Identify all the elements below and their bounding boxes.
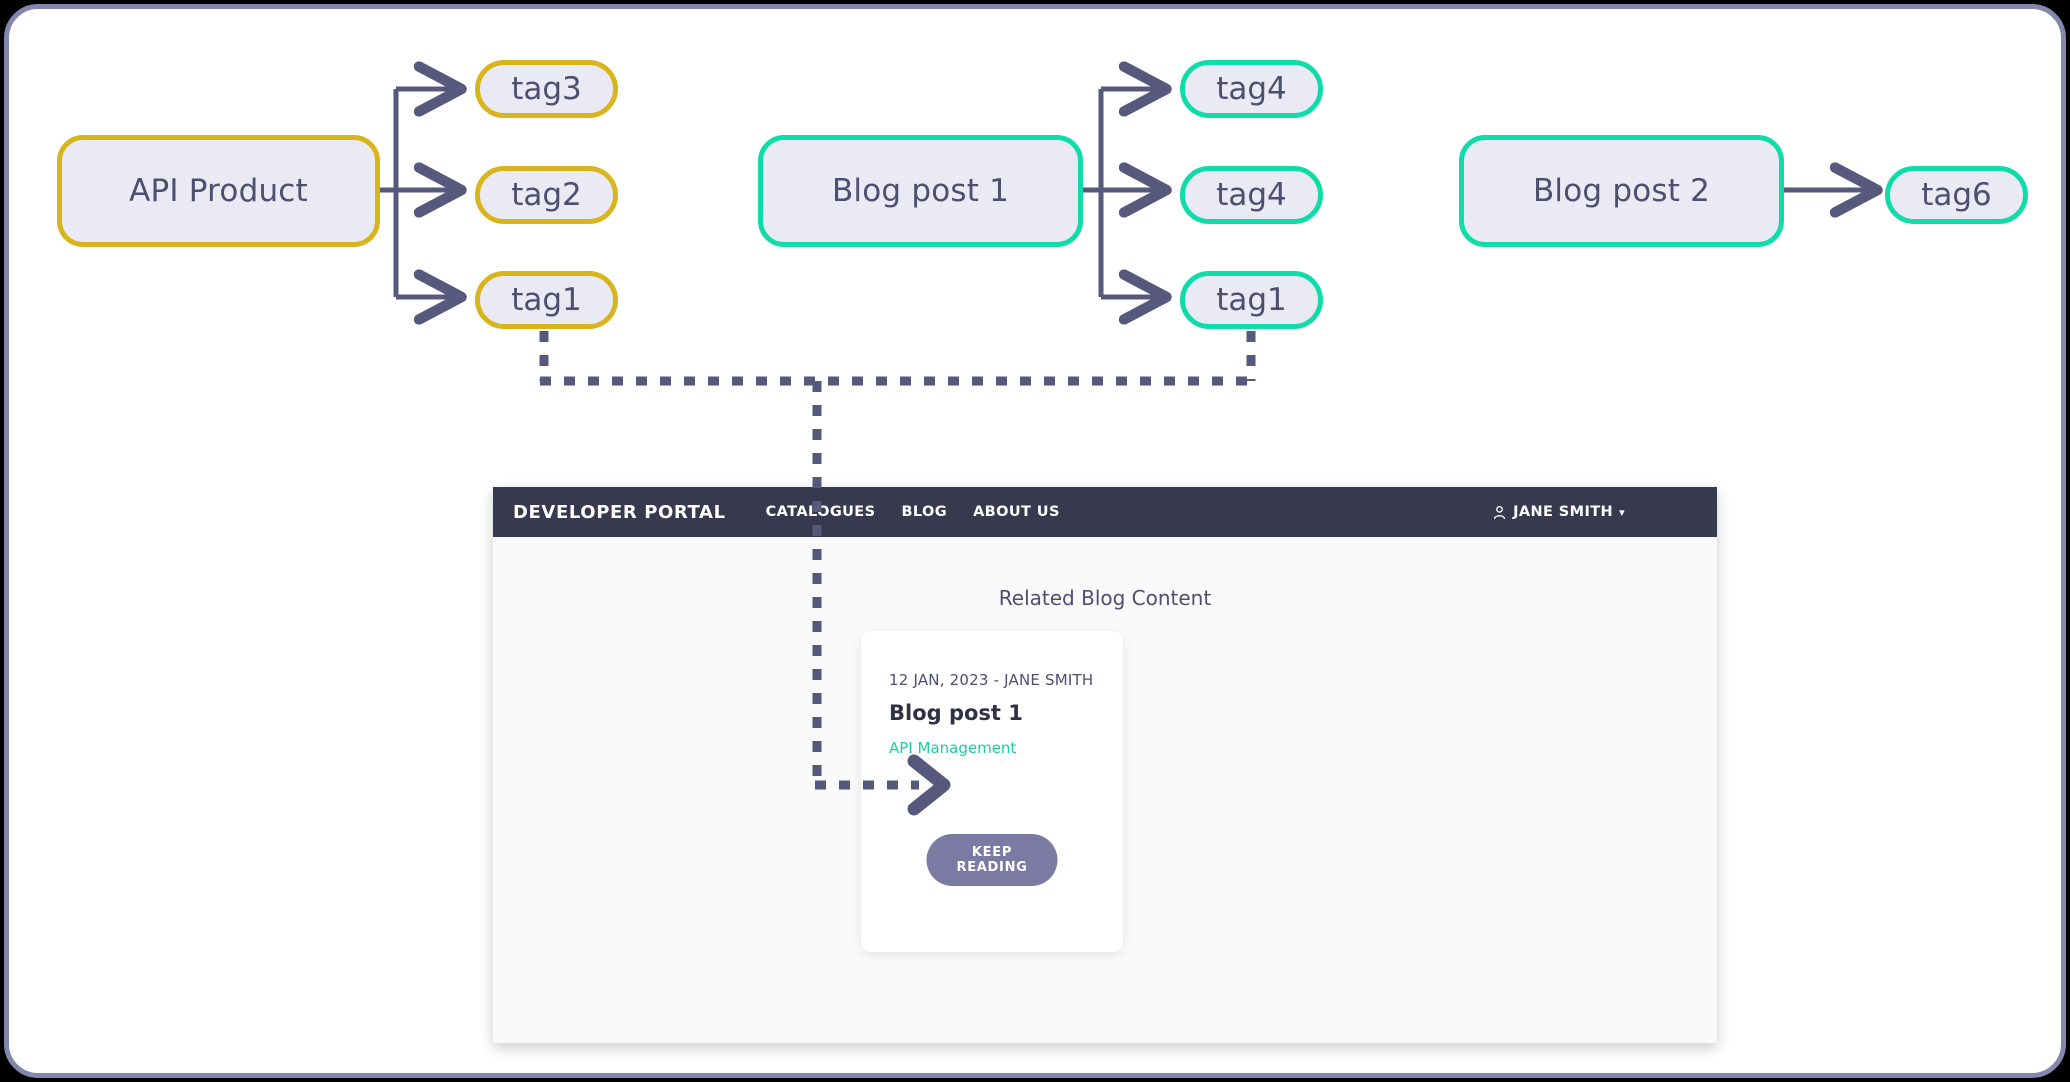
node-tag1-teal[interactable]: tag1 [1180, 271, 1323, 329]
node-api-product[interactable]: API Product [57, 135, 380, 247]
card-title: Blog post 1 [889, 701, 1023, 725]
node-label: tag2 [511, 177, 582, 213]
node-label: tag1 [511, 282, 582, 318]
blog-card[interactable]: 12 JAN, 2023 - JANE SMITH Blog post 1 AP… [861, 631, 1123, 952]
card-tag-link[interactable]: API Management [889, 739, 1017, 757]
node-blog-post-2[interactable]: Blog post 2 [1459, 135, 1784, 247]
developer-portal-panel: DEVELOPER PORTAL CATALOGUES BLOG ABOUT U… [493, 487, 1717, 1043]
node-label: API Product [129, 173, 308, 209]
portal-brand[interactable]: DEVELOPER PORTAL [513, 501, 726, 523]
user-name: JANE SMITH [1513, 504, 1614, 520]
nav-link-blog[interactable]: BLOG [901, 504, 948, 520]
node-tag1-gold[interactable]: tag1 [475, 271, 618, 329]
node-tag6[interactable]: tag6 [1885, 166, 2028, 224]
section-title: Related Blog Content [998, 586, 1212, 610]
card-meta: 12 JAN, 2023 - JANE SMITH [889, 671, 1094, 689]
node-tag3[interactable]: tag3 [475, 60, 618, 118]
node-label: Blog post 1 [831, 173, 1010, 209]
person-icon [1492, 505, 1507, 520]
node-blog-post-1[interactable]: Blog post 1 [758, 135, 1083, 247]
node-label: Blog post 2 [1532, 173, 1711, 209]
node-tag4-a[interactable]: tag4 [1180, 60, 1323, 118]
keep-reading-button[interactable]: KEEP READING [926, 834, 1058, 886]
portal-navbar: DEVELOPER PORTAL CATALOGUES BLOG ABOUT U… [493, 487, 1717, 537]
node-tag2[interactable]: tag2 [475, 166, 618, 224]
node-label: tag4 [1216, 71, 1287, 107]
nav-link-catalogues[interactable]: CATALOGUES [765, 504, 876, 520]
user-menu[interactable]: JANE SMITH ▾ [1492, 504, 1625, 520]
portal-body: Related Blog Content 12 JAN, 2023 - JANE… [493, 537, 1717, 1043]
graph-nodes: API Product tag3 tag2 tag1 Blog post 1 t… [9, 9, 2061, 1073]
nav-link-about-us[interactable]: ABOUT US [973, 504, 1060, 520]
node-label: tag3 [511, 71, 582, 107]
chevron-down-icon: ▾ [1619, 505, 1625, 519]
node-tag4-b[interactable]: tag4 [1180, 166, 1323, 224]
node-label: tag6 [1921, 177, 1992, 213]
node-label: tag4 [1216, 177, 1287, 213]
node-label: tag1 [1216, 282, 1287, 318]
diagram-frame: API Product tag3 tag2 tag1 Blog post 1 t… [4, 4, 2066, 1078]
